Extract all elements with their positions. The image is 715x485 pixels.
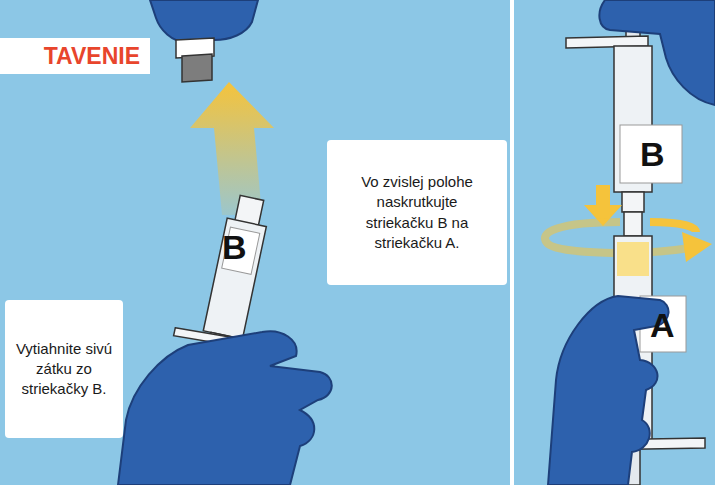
part-letter: B <box>222 230 247 264</box>
label-area <box>222 227 260 274</box>
direction-arrow <box>190 82 274 215</box>
luer-tip <box>624 212 642 236</box>
callout-text: Vytiahnite sivú zátku zo striekačky B. <box>15 339 113 400</box>
gray-stopper <box>182 54 212 82</box>
syringe-barrel <box>203 218 266 339</box>
part-letter: A <box>650 308 675 342</box>
glove-hand <box>150 0 258 42</box>
glove-hand <box>599 0 715 105</box>
title-box: TAVENIE <box>0 38 150 74</box>
glove-hand <box>118 331 332 485</box>
rotation-ring <box>650 222 696 232</box>
luer-tip <box>622 192 644 212</box>
rotation-arrow-head <box>682 232 712 262</box>
panel-divider <box>510 0 514 485</box>
callout-text: Vo zvislej polohe naskrutkujte striekačk… <box>341 172 493 253</box>
liquid <box>617 242 649 276</box>
label-area <box>620 125 682 183</box>
part-letter: B <box>640 137 665 171</box>
callout-box: Vo zvislej polohe naskrutkujte striekačk… <box>327 140 507 285</box>
callout-box: Vytiahnite sivú zátku zo striekačky B. <box>5 300 123 438</box>
heading: TAVENIE <box>44 43 140 70</box>
